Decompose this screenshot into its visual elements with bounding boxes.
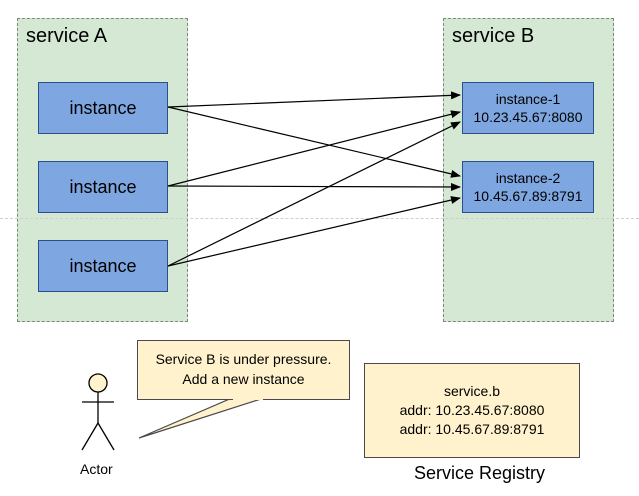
arrow-a1-b2 <box>167 106 461 178</box>
instance-address: 10.23.45.67:8080 <box>473 109 583 125</box>
actor-head <box>88 373 108 393</box>
actor-label: Actor <box>80 461 113 477</box>
registry-addr-1: addr: 10.23.45.67:8080 <box>399 402 545 418</box>
service-registry-box: service.b addr: 10.23.45.67:8080 addr: 1… <box>364 363 580 458</box>
arrow-a3-b2 <box>167 196 461 267</box>
service-b-instance-1: instance-1 10.23.45.67:8080 <box>462 82 594 134</box>
arrow-a1-b1 <box>167 91 461 108</box>
callout-tail-joint <box>233 397 263 400</box>
service-a-instance-2: instance <box>38 161 168 213</box>
service-registry-caption: Service Registry <box>414 463 546 483</box>
callout-tail <box>138 397 265 439</box>
arrow-a2-b1 <box>167 110 461 187</box>
service-b-instance-2: instance-2 10.45.67.89:8791 <box>462 161 594 213</box>
instance-name: instance-2 <box>495 170 561 186</box>
service-a-instance-3: instance <box>38 240 168 292</box>
service-a-instance-1: instance <box>38 82 168 134</box>
service-b-title: service B <box>452 25 535 47</box>
instance-name: instance-1 <box>495 91 561 107</box>
instance-label: instance <box>69 97 137 118</box>
callout-line-2: Add a new instance <box>182 371 305 387</box>
arrow-a3-b1 <box>167 121 461 267</box>
instance-label: instance <box>69 255 137 276</box>
instance-address: 10.45.67.89:8791 <box>473 188 583 204</box>
registry-addr-2: addr: 10.45.67.89:8791 <box>399 421 545 437</box>
arrow-a2-b2 <box>167 182 461 191</box>
divider-line <box>0 218 639 219</box>
callout-note: Service B is under pressure. Add a new i… <box>137 340 350 400</box>
service-a-title: service A <box>26 25 108 47</box>
registry-service-name: service.b <box>443 383 501 399</box>
actor-figure <box>81 373 115 451</box>
instance-label: instance <box>69 176 137 197</box>
callout-line-1: Service B is under pressure. <box>155 351 332 367</box>
